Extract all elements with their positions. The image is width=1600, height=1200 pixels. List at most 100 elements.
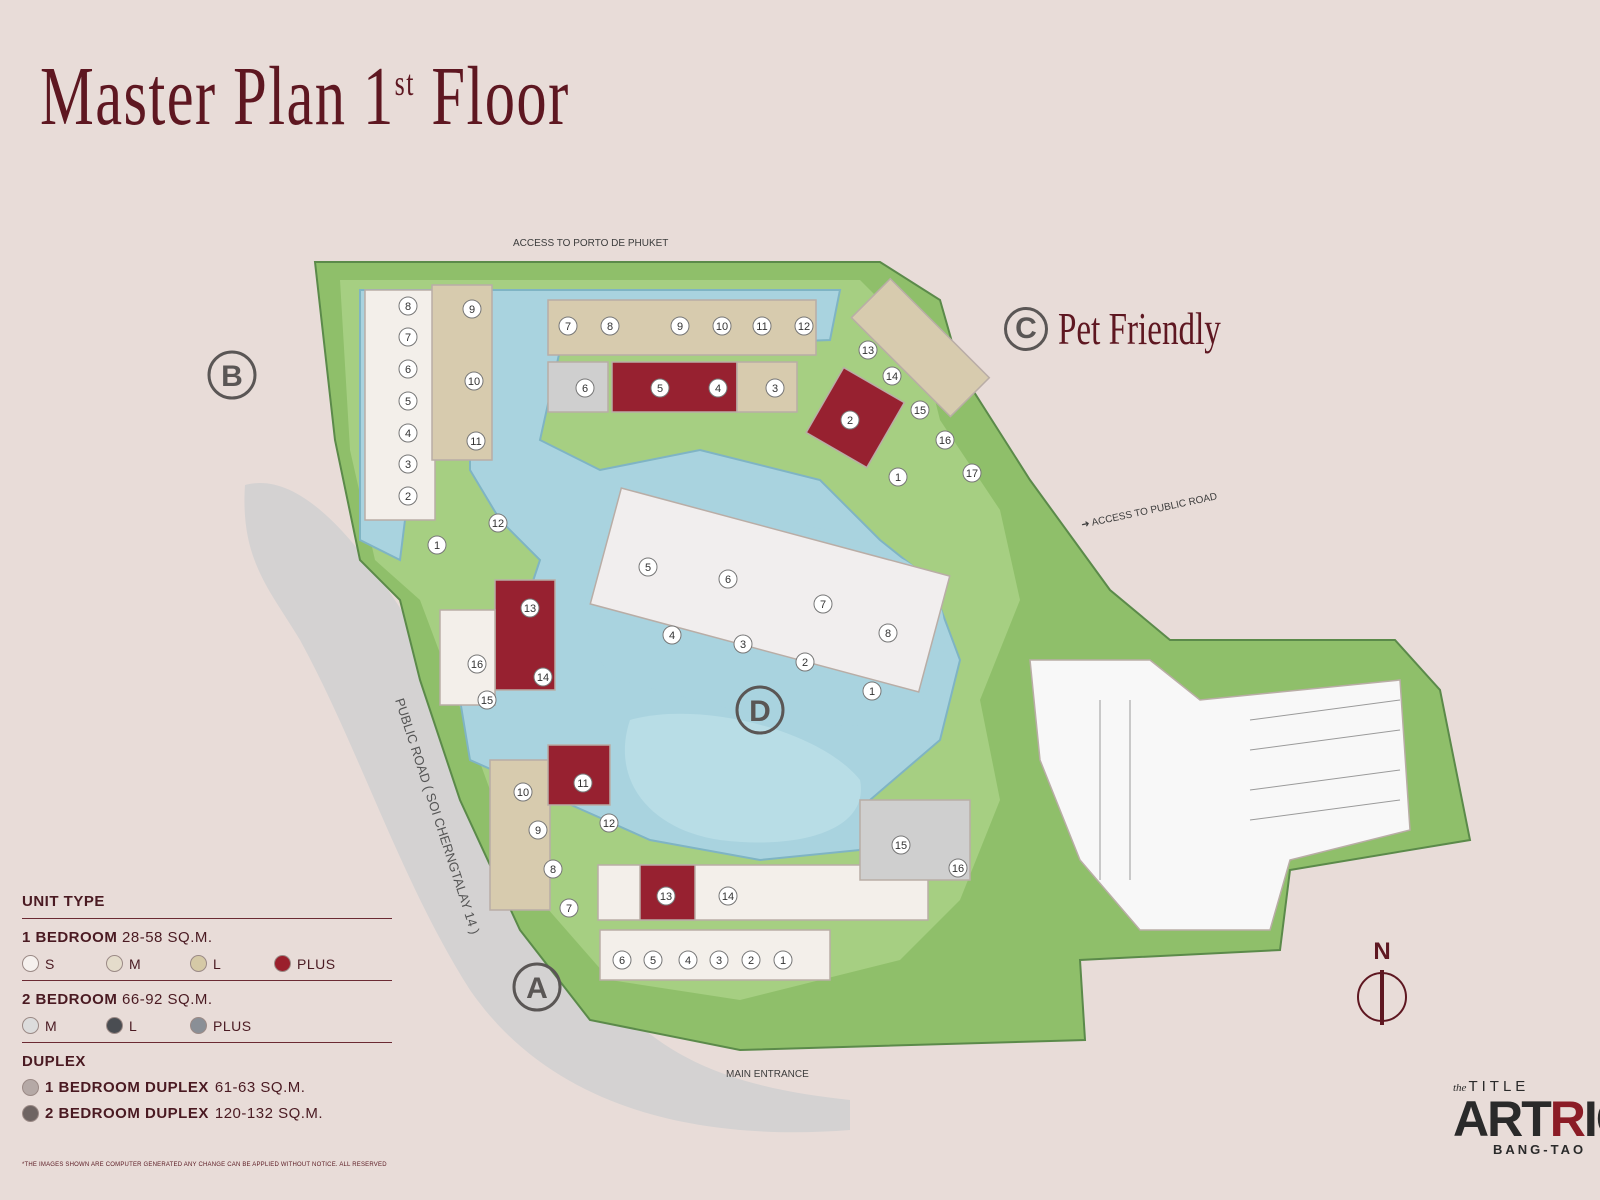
two-bedroom-size: 66-92 SQ.M. xyxy=(122,991,213,1008)
unit-number-north_lower: 5 xyxy=(657,383,663,395)
one-bedroom-chip: M xyxy=(106,955,190,972)
unit-number-south_row: 6 xyxy=(619,955,625,967)
unit-marker-circle xyxy=(513,782,533,802)
unit-number-south_mid: 15 xyxy=(895,840,907,852)
unit-number-north_row: 11 xyxy=(756,321,767,333)
unit-marker-circle xyxy=(398,423,418,443)
unit-number-north_lower: 3 xyxy=(772,383,778,395)
unit-marker-circle xyxy=(752,316,772,336)
unit-marker-circle xyxy=(962,463,982,483)
building-west-lower xyxy=(439,609,496,706)
logo-location: BANG-TAO xyxy=(1493,1142,1587,1157)
logo-title: TITLE xyxy=(1468,1078,1530,1095)
unit-marker-circle xyxy=(573,773,593,793)
two-bedroom-type-label: M xyxy=(45,1017,58,1034)
unit-number-center: 8 xyxy=(885,628,891,640)
one-bedroom-swatch xyxy=(106,955,123,972)
unit-marker-circle xyxy=(910,400,930,420)
two-bedroom-swatch xyxy=(106,1017,123,1034)
unit-marker-circle xyxy=(528,820,548,840)
logo-the: the xyxy=(1453,1082,1467,1094)
unit-marker-circle xyxy=(398,391,418,411)
unit-marker-circle xyxy=(398,296,418,316)
unit-marker-circle xyxy=(773,950,793,970)
unit-marker-circle xyxy=(888,467,908,487)
unit-number-west_mid: 1 xyxy=(434,540,440,552)
one-bedroom-swatch xyxy=(190,955,207,972)
unit-number-west: 8 xyxy=(405,301,411,313)
unit-marker-circle xyxy=(533,667,553,687)
unit-number-southwest: 8 xyxy=(550,864,556,876)
unit-marker-circle xyxy=(878,623,898,643)
unit-number-south_mid: 14 xyxy=(722,891,734,903)
unit-marker-circle xyxy=(398,359,418,379)
unit-marker-circle xyxy=(543,859,563,879)
unit-number-west: 7 xyxy=(405,332,411,344)
unit-number-northeast: 16 xyxy=(939,435,951,447)
unit-marker-circle xyxy=(891,835,911,855)
zone-c-marker: C xyxy=(1004,306,1048,351)
one-bedroom-type-label: L xyxy=(213,955,222,972)
unit-marker-circle xyxy=(708,378,728,398)
south-pool xyxy=(624,713,861,843)
unit-marker-circle xyxy=(662,625,682,645)
two-bedroom-swatch xyxy=(22,1017,39,1034)
two-bedroom-chip: PLUS xyxy=(190,1017,274,1034)
duplex-item: 2 BEDROOM DUPLEX 120-132 SQ.M. xyxy=(22,1105,392,1122)
duplex-label: DUPLEX xyxy=(22,1053,86,1070)
unit-marker-circle xyxy=(638,557,658,577)
one-bedroom-chip: L xyxy=(190,955,274,972)
disclaimer-footnote: *THE IMAGES SHOWN ARE COMPUTER GENERATED… xyxy=(22,1162,387,1168)
unit-number-north_row: 10 xyxy=(716,321,728,333)
two-bedroom-swatch xyxy=(190,1017,207,1034)
unit-number-center: 1 xyxy=(869,686,875,698)
two-bedroom-chip: M xyxy=(22,1017,106,1034)
unit-number-south_row: 3 xyxy=(716,955,722,967)
duplex-2br-size: 120-132 SQ.M. xyxy=(214,1105,324,1122)
unit-number-southwest: 9 xyxy=(535,825,541,837)
unit-marker-circle xyxy=(813,594,833,614)
unit-marker-circle xyxy=(467,654,487,674)
duplex-2br-swatch xyxy=(22,1105,39,1122)
unit-marker-circle xyxy=(656,886,676,906)
pet-friendly-callout: C Pet Friendly xyxy=(1004,302,1284,355)
unit-number-center: 4 xyxy=(669,630,675,642)
unit-number-northeast: 17 xyxy=(966,468,978,480)
unit-number-southwest: 12 xyxy=(603,818,615,830)
public-road xyxy=(244,482,850,1133)
unit-marker-circle xyxy=(612,950,632,970)
access-public-label: ➜ ACCESS TO PUBLIC ROAD xyxy=(1080,491,1218,531)
unit-number-northeast: 2 xyxy=(847,415,853,427)
unit-marker-circle xyxy=(600,316,620,336)
unit-marker-circle xyxy=(948,858,968,878)
pet-friendly-label: Pet Friendly xyxy=(1058,303,1221,354)
unit-marker-circle xyxy=(559,898,579,918)
unit-marker-circle xyxy=(718,886,738,906)
unit-number-west: 6 xyxy=(405,364,411,376)
unit-number-south_row: 5 xyxy=(650,955,656,967)
unit-number-west: 3 xyxy=(405,459,411,471)
north-arrow: N xyxy=(1354,938,1410,1025)
unit-marker-circle xyxy=(477,690,497,710)
unit-number-south_row: 2 xyxy=(748,955,754,967)
one-bedroom-type-label: S xyxy=(45,955,55,972)
unit-number-northeast: 15 xyxy=(914,405,926,417)
two-bedroom-type-label: L xyxy=(129,1017,138,1034)
unit-number-center: 6 xyxy=(725,574,731,586)
unit-marker-circle xyxy=(840,410,860,430)
unit-number-west_mid: 10 xyxy=(468,376,480,388)
duplex-1br-name: 1 BEDROOM DUPLEX xyxy=(45,1079,209,1096)
unit-number-north_lower: 6 xyxy=(582,383,588,395)
unit-marker-circle xyxy=(398,454,418,474)
unit-marker-circle xyxy=(464,371,484,391)
unit-number-west_lower: 16 xyxy=(471,659,483,671)
unit-number-northeast: 14 xyxy=(886,371,898,383)
page-title: Master Plan 1st Floor xyxy=(40,50,570,143)
unit-number-center: 7 xyxy=(820,599,826,611)
building-center xyxy=(589,487,951,693)
unit-marker-circle xyxy=(575,378,595,398)
duplex-1br-swatch xyxy=(22,1079,39,1096)
two-bedroom-label: 2 BEDROOM xyxy=(22,991,118,1008)
unit-number-west_mid: 12 xyxy=(492,518,504,530)
